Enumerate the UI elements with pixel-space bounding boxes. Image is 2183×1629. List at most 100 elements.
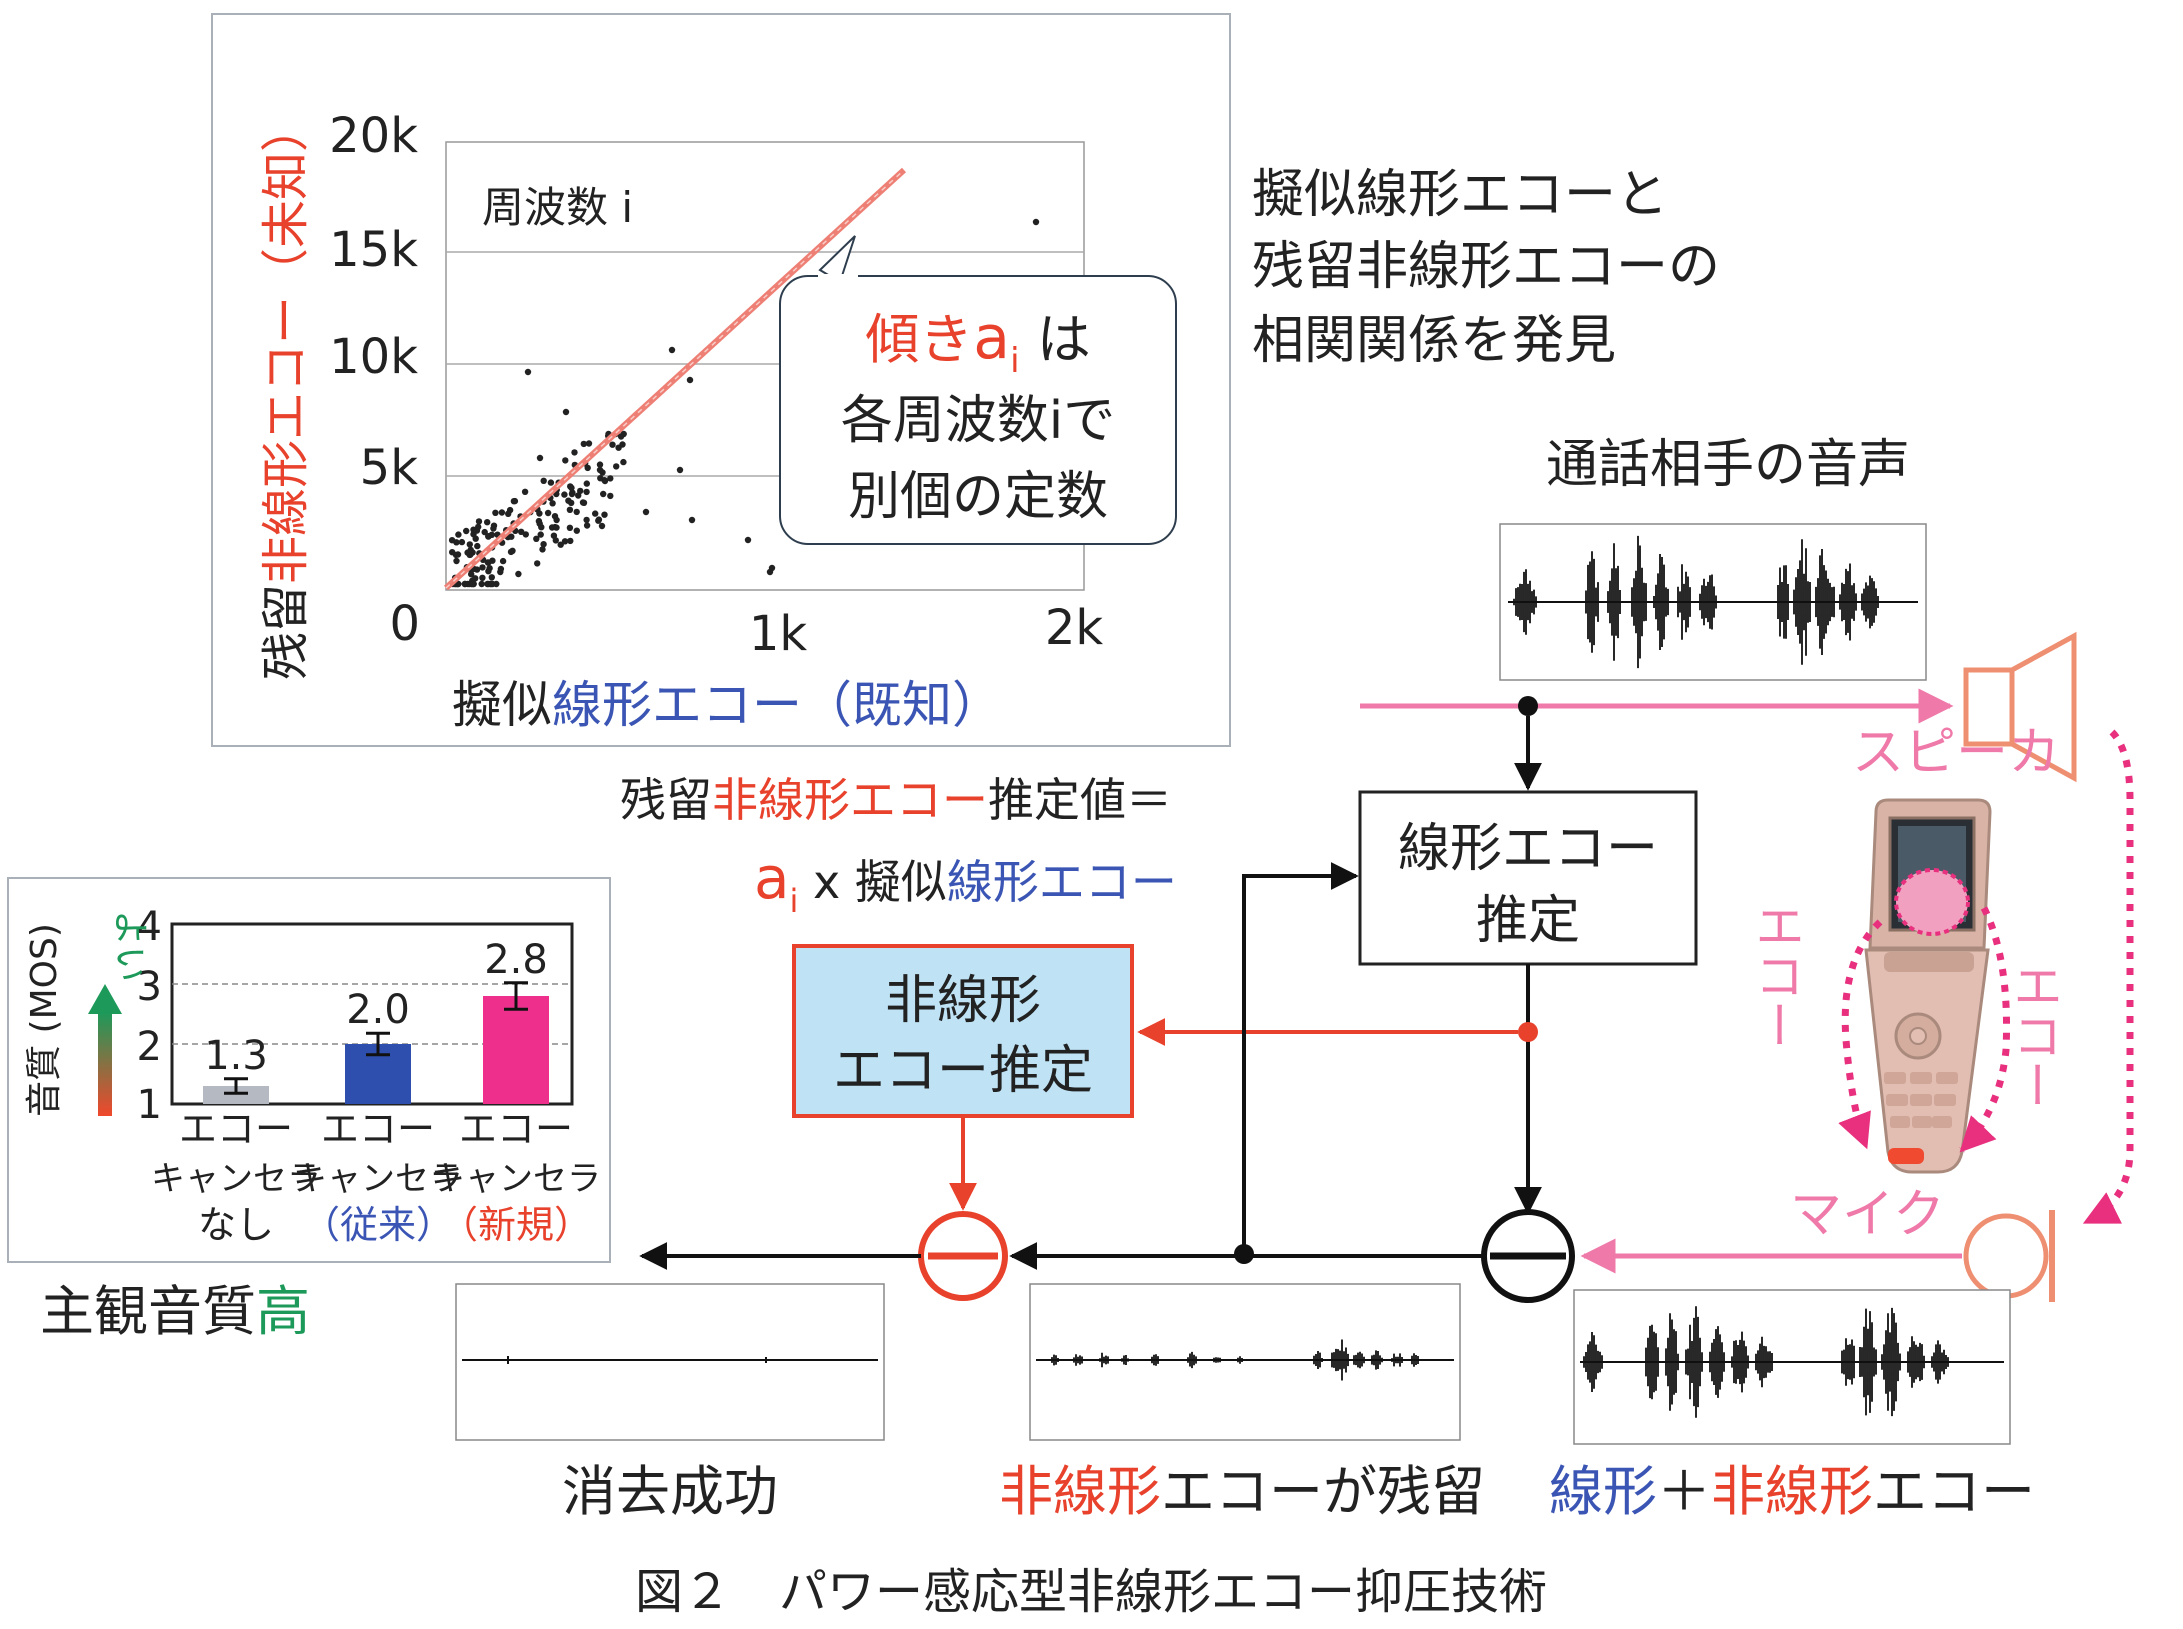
scatter-point xyxy=(536,454,544,462)
scatter-point xyxy=(521,488,529,495)
signal-junction xyxy=(1518,696,1538,716)
mos-cat-line2: キャンセラ xyxy=(431,1159,601,1199)
linear-branch-junction xyxy=(1518,1022,1538,1042)
scatter-point xyxy=(473,527,481,534)
scatter-point xyxy=(561,491,568,498)
waveform-trace xyxy=(507,1356,767,1364)
scatter-point xyxy=(668,346,676,354)
scatter-point xyxy=(566,506,574,513)
scatter-point xyxy=(474,542,481,550)
scatter-point xyxy=(478,580,485,588)
scatter-point xyxy=(557,541,564,548)
mixed-echo-label: 線形＋非線形エコー xyxy=(1549,1460,2035,1523)
cancelled-label: 消去成功 xyxy=(562,1460,778,1523)
scatter-point xyxy=(583,516,590,524)
scatter-x-label: 擬似線形エコー（既知） xyxy=(452,676,1002,734)
echo-loop-right xyxy=(1959,906,2011,1153)
scatter-point xyxy=(453,557,460,565)
scatter-point xyxy=(595,517,602,524)
scatter-point xyxy=(596,466,604,474)
formula-line1: 残留非線形エコー推定値＝ xyxy=(620,773,1172,827)
scatter-point xyxy=(467,546,474,554)
scatter-point xyxy=(515,570,522,578)
mos-cat-line1: エコー xyxy=(459,1107,573,1151)
scatter-y-label: 残留非線形エコー（未知） xyxy=(258,104,314,680)
scatter-point xyxy=(601,511,608,518)
scatter-point xyxy=(544,509,552,517)
scatter-point xyxy=(488,574,495,581)
scatter-point xyxy=(475,518,483,525)
better-arrow-shaft xyxy=(98,1012,112,1116)
scatter-point xyxy=(561,538,569,545)
scatter-point xyxy=(466,541,473,548)
mos-bar xyxy=(203,1086,269,1104)
echo-loop-left xyxy=(1838,919,1883,1150)
better-arrow-head xyxy=(88,984,122,1014)
scatter-point xyxy=(479,574,486,581)
scatter-point xyxy=(642,508,650,516)
scatter-point xyxy=(550,532,558,539)
nonlinear-block-line2: エコー推定 xyxy=(833,1041,1093,1101)
scatter-point xyxy=(549,500,556,507)
y-tick: 20k xyxy=(329,108,418,164)
scatter-point xyxy=(468,571,475,578)
scatter-point xyxy=(583,522,591,529)
slope-line-texture xyxy=(445,169,905,589)
scatter-point xyxy=(455,531,462,538)
scatter-point xyxy=(485,559,492,566)
callout-line1: 傾きai は xyxy=(865,303,1090,381)
scatter-point xyxy=(507,548,515,556)
scatter-point xyxy=(620,458,627,466)
scatter-point xyxy=(484,519,491,526)
waveform-trace xyxy=(1513,535,1879,669)
scatter-point xyxy=(472,535,479,542)
scatter-point xyxy=(596,461,604,468)
discovery-line: 相関関係を発見 xyxy=(1252,311,1616,371)
nonlinear-echo-estimation-block xyxy=(792,944,1134,1118)
scatter-point xyxy=(511,497,519,505)
scatter-point xyxy=(490,525,497,532)
discovery-line: 残留非線形エコーの xyxy=(1252,237,1720,297)
callout-seam xyxy=(818,274,858,280)
far-end-waveform xyxy=(1513,535,1879,669)
x-tick: 2k xyxy=(1045,600,1104,656)
phone-icon xyxy=(1864,798,1992,1174)
mos-value-label: 1.3 xyxy=(204,1033,268,1079)
mos-cat-line2: キャンセラ xyxy=(293,1159,463,1199)
scatter-point xyxy=(537,531,544,538)
scatter-point xyxy=(472,575,479,582)
scatter-point xyxy=(688,516,696,524)
quality-label: 主観音質高 xyxy=(40,1280,310,1343)
far-end-label: 通話相手の音声 xyxy=(1546,435,1910,495)
scatter-point xyxy=(539,546,546,553)
scatter-point xyxy=(568,490,576,498)
mic-label: マイク xyxy=(1790,1185,1945,1245)
scatter-point xyxy=(1032,218,1040,226)
scatter-point xyxy=(615,444,622,451)
y-tick: 0 xyxy=(389,596,420,652)
residual-label: 非線形エコーが残留 xyxy=(999,1460,1485,1523)
waveform-trace xyxy=(1583,1306,1949,1418)
feedback-to-linear-block xyxy=(1242,862,1359,1254)
scatter-point xyxy=(492,509,499,516)
mos-cat-line3: （新規） xyxy=(440,1203,592,1247)
scatter-point xyxy=(524,368,532,376)
scatter-point xyxy=(470,580,477,588)
scatter-point xyxy=(566,524,574,531)
linear-block-line2: 推定 xyxy=(1476,891,1580,951)
scatter-point xyxy=(744,536,752,544)
mos-y-tick: 2 xyxy=(137,1024,162,1070)
scatter-point xyxy=(583,480,590,487)
scatter-point xyxy=(617,433,625,440)
scatter-point xyxy=(481,528,488,536)
residual-waveform xyxy=(1051,1339,1419,1381)
mos-value-label: 2.8 xyxy=(484,937,548,983)
scatter-point xyxy=(488,580,495,588)
scatter-point xyxy=(598,522,606,530)
scatter-point xyxy=(505,510,512,517)
mos-chart: 1.32.02.8 4 3 2 1 よい 音質 (MOS) エコー エコー エコ… xyxy=(7,877,611,1263)
echo-label-right: エコー xyxy=(2005,960,2063,1110)
scatter-points xyxy=(448,218,1040,588)
mos-cat-line1: エコー xyxy=(321,1107,435,1151)
speaker-icon xyxy=(1963,631,2077,783)
